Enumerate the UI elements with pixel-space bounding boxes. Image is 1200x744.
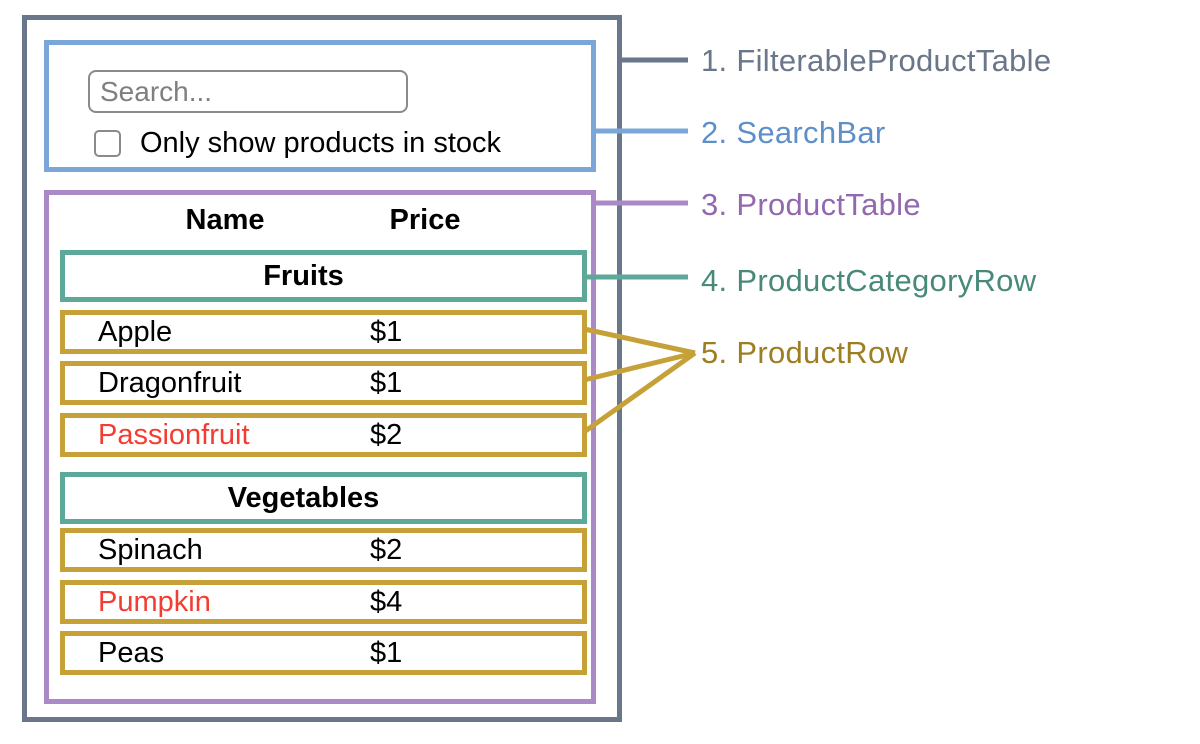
product-row: Spinach $2 <box>60 528 587 572</box>
product-row: Apple $1 <box>60 310 587 354</box>
product-category-row: Vegetables <box>60 472 587 524</box>
product-name: Spinach <box>98 533 203 566</box>
in-stock-checkbox-label: Only show products in stock <box>140 126 502 159</box>
legend-label-product-category-row: 4. ProductCategoryRow <box>701 263 1037 298</box>
product-price: $1 <box>370 315 403 348</box>
column-header-price: Price <box>389 204 461 236</box>
product-row: Dragonfruit $1 <box>60 361 587 405</box>
product-category-row: Fruits <box>60 250 587 302</box>
product-row: Pumpkin $4 <box>60 580 587 624</box>
product-price: $1 <box>370 636 403 669</box>
product-price: $1 <box>370 366 403 399</box>
product-price: $2 <box>370 533 403 566</box>
legend-label-filterable-product-table: 1. FilterableProductTable <box>701 43 1052 78</box>
product-name: Passionfruit <box>98 418 250 451</box>
in-stock-filter: Only show products in stock <box>94 127 501 159</box>
category-label: Fruits <box>263 259 344 292</box>
in-stock-checkbox[interactable] <box>94 129 121 157</box>
product-name: Pumpkin <box>98 585 211 618</box>
product-price: $2 <box>370 418 403 451</box>
table-header-row: Name Price <box>60 204 587 240</box>
legend-label-product-table: 3. ProductTable <box>701 187 921 222</box>
legend-label-search-bar: 2. SearchBar <box>701 115 886 150</box>
category-label: Vegetables <box>227 481 380 514</box>
search-input[interactable] <box>88 70 408 113</box>
product-name: Peas <box>98 636 165 669</box>
column-header-name: Name <box>185 204 265 236</box>
product-row: Peas $1 <box>60 631 587 675</box>
product-name: Dragonfruit <box>98 366 242 399</box>
legend-label-product-row: 5. ProductRow <box>701 335 909 370</box>
product-name: Apple <box>98 315 173 348</box>
product-price: $4 <box>370 585 403 618</box>
product-row: Passionfruit $2 <box>60 413 587 457</box>
